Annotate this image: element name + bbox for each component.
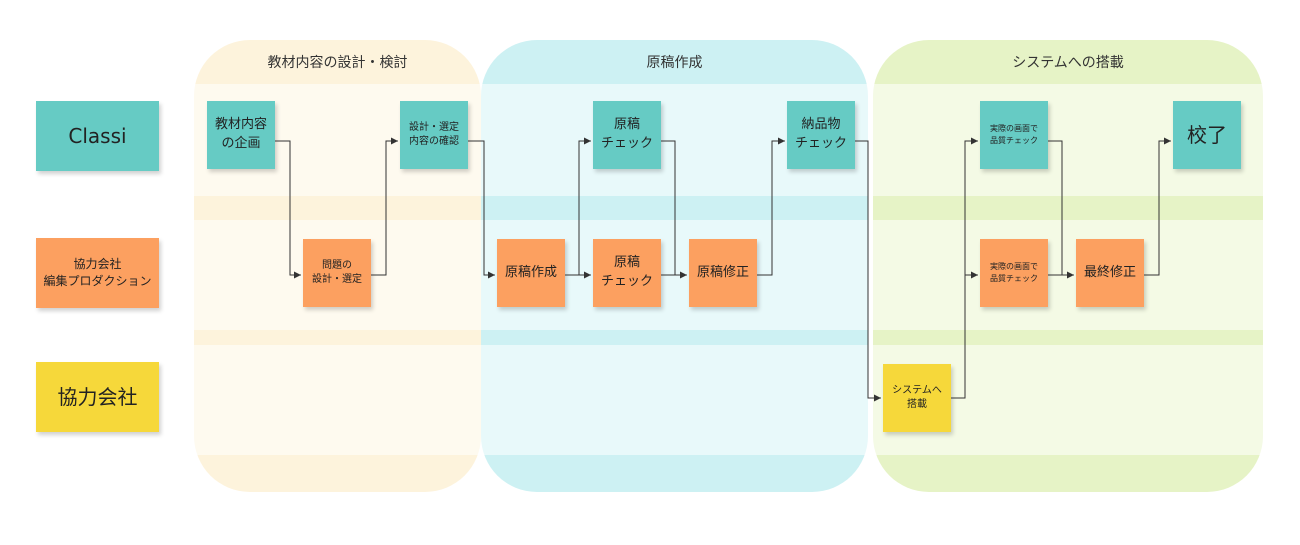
arrow-check-classi-to-revision	[661, 140, 676, 275]
note-question-design: 問題の 設計・選定	[303, 239, 371, 307]
lane-label-edit-production-text: 協力会社 編集プロダクション	[43, 256, 152, 288]
arrow-creation-to-check-classi	[565, 137, 591, 276]
arrow-design-to-review	[371, 137, 398, 276]
note-system-upload: システムへ 搭載	[883, 364, 951, 432]
note-manuscript-revision: 原稿修正	[689, 239, 757, 307]
note-manuscript-check-edit: 原稿 チェック	[593, 239, 661, 307]
lane-label-partner-text: 協力会社	[57, 384, 138, 409]
note-manuscript-creation: 原稿作成	[497, 239, 565, 307]
note-manuscript-check-edit-text: 原稿 チェック	[600, 255, 653, 289]
note-content-planning: 教材内容 の企画	[207, 101, 275, 169]
phase-title-design: 教材内容の設計・検討	[267, 55, 408, 71]
arrow-quality-classi-to-final	[1048, 140, 1063, 275]
phase-title-system: システムへの搭載	[1012, 55, 1124, 71]
phase-title-manuscript: 原稿作成	[646, 55, 703, 71]
note-question-design-text: 問題の 設計・選定	[312, 259, 362, 286]
note-deliverable-check: 納品物 チェック	[787, 101, 855, 169]
note-manuscript-check-classi: 原稿 チェック	[593, 101, 661, 169]
arrow-final-to-approval	[1144, 137, 1171, 276]
arrow-deliverable-to-upload	[855, 140, 881, 402]
note-content-planning-text: 教材内容 の企画	[214, 117, 267, 151]
note-final-revision-text: 最終修正	[1083, 264, 1136, 280]
note-manuscript-creation-text: 原稿作成	[504, 264, 557, 280]
note-system-upload-text: システムへ 搭載	[892, 384, 942, 411]
arrow-revision-to-deliverable	[757, 137, 785, 276]
arrow-review-to-creation	[468, 140, 495, 279]
arrow-upload-to-quality-classi	[951, 137, 978, 399]
note-screen-quality-check-edit: 実際の画面で 品質チェック	[980, 239, 1048, 307]
lane-label-edit-production: 協力会社 編集プロダクション	[36, 238, 159, 308]
note-screen-quality-check-edit-text: 実際の画面で 品質チェック	[990, 262, 1038, 283]
note-screen-quality-check-classi-text: 実際の画面で 品質チェック	[990, 124, 1038, 145]
note-final-approval: 校了	[1173, 101, 1241, 169]
note-design-review: 設計・選定 内容の確認	[400, 101, 468, 169]
lane-label-classi-text: Classi	[68, 123, 127, 148]
note-final-approval-text: 校了	[1187, 122, 1227, 147]
note-design-review-text: 設計・選定 内容の確認	[409, 121, 459, 148]
lane-row-partner-band	[194, 345, 1263, 455]
note-screen-quality-check-classi: 実際の画面で 品質チェック	[980, 101, 1048, 169]
note-manuscript-check-classi-text: 原稿 チェック	[600, 117, 653, 151]
note-deliverable-check-text: 納品物 チェック	[794, 117, 847, 151]
lane-label-partner: 協力会社	[36, 362, 159, 432]
lane-label-classi: Classi	[36, 101, 159, 171]
note-final-revision: 最終修正	[1076, 239, 1144, 307]
lane-row-classi-band-top	[194, 84, 1263, 196]
note-manuscript-revision-text: 原稿修正	[696, 264, 749, 280]
arrow-planning-to-design	[275, 140, 301, 279]
